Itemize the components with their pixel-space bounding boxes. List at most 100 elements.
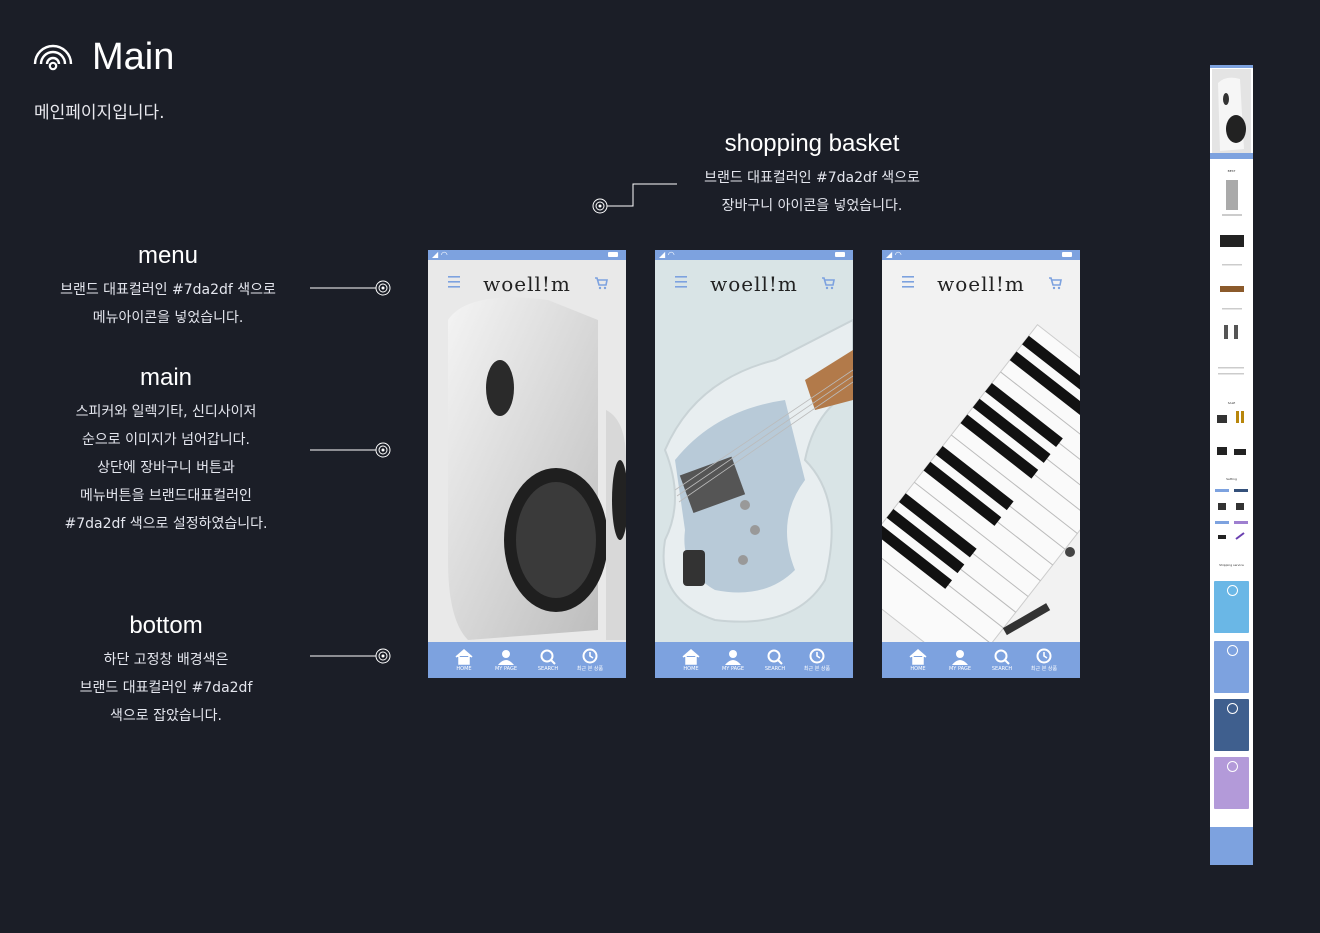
nav-recent-label: 최근 본 상품 xyxy=(576,666,604,672)
nav-home[interactable]: HOME xyxy=(448,648,480,672)
bottom-nav: HOME MY PAGE SEARCH 최근 본 상품 xyxy=(882,642,1080,678)
user-icon xyxy=(952,649,968,665)
nav-recent[interactable]: 최근 본 상품 xyxy=(574,648,606,672)
main-annotation-desc: 스피커와 일렉기타, 신디사이저 순으로 이미지가 넘어갑니다. 상단에 장바구… xyxy=(64,404,268,532)
nav-search[interactable]: SEARCH xyxy=(986,649,1018,672)
cart-icon[interactable] xyxy=(1048,276,1062,290)
menu-annotation: menu 브랜드 대표컬러인 #7da2df 색으로 메뉴아이콘을 넣었습니다. xyxy=(40,242,296,332)
nav-home-label: HOME xyxy=(683,665,699,672)
preview-bottom-nav xyxy=(1210,153,1253,159)
nav-mypage-label: MY PAGE xyxy=(494,665,518,672)
preview-setting-products xyxy=(1215,489,1248,540)
nav-recent-label: 최근 본 상품 xyxy=(803,666,831,672)
bottom-leader-line xyxy=(310,648,391,664)
nav-mypage[interactable]: MY PAGE xyxy=(944,649,976,672)
app-logo[interactable]: woell!m xyxy=(710,272,798,296)
nav-mypage[interactable]: MY PAGE xyxy=(490,649,522,672)
nav-recent-label: 최근 본 상품 xyxy=(1030,666,1058,672)
main-annotation: main 스피커와 일렉기타, 신디사이저 순으로 이미지가 넘어갑니다. 상단… xyxy=(40,364,292,538)
search-icon xyxy=(767,649,783,665)
menu-icon[interactable] xyxy=(675,276,689,288)
clock-icon xyxy=(1036,648,1052,664)
full-page-preview: BEST SALE Setting Shipping service xyxy=(1210,65,1253,865)
bottom-nav: HOME MY PAGE SEARCH 최근 본 상품 xyxy=(655,642,853,678)
main-annotation-title: main xyxy=(139,364,193,391)
nav-search-label: SEARCH xyxy=(764,665,786,672)
preview-best-products xyxy=(1220,180,1244,339)
user-icon xyxy=(498,649,514,665)
nav-home[interactable]: HOME xyxy=(675,648,707,672)
battery-icon xyxy=(608,252,618,257)
status-bar: ◢ ◠ xyxy=(428,250,626,260)
nav-search-label: SEARCH xyxy=(991,665,1013,672)
signal-waves-icon xyxy=(33,44,73,71)
user-icon xyxy=(725,649,741,665)
target-icon xyxy=(375,280,391,296)
synth-hero-image xyxy=(882,260,1080,644)
cart-icon[interactable] xyxy=(821,276,835,290)
bottom-annotation-desc: 하단 고정창 배경색은 브랜드 대표컬러인 #7da2df 색으로 잡았습니다. xyxy=(79,652,253,724)
app-logo[interactable]: woell!m xyxy=(937,272,1025,296)
nav-mypage-label: MY PAGE xyxy=(948,665,972,672)
status-bar: ◢ ◠ xyxy=(655,250,853,260)
nav-mypage-label: MY PAGE xyxy=(721,665,745,672)
nav-search-label: SEARCH xyxy=(537,665,559,672)
battery-icon xyxy=(1062,252,1072,257)
main-leader-line xyxy=(310,442,391,458)
bottom-nav: HOME MY PAGE SEARCH 최근 본 상품 xyxy=(428,642,626,678)
preview-shipping-label: Shipping service xyxy=(1219,563,1244,567)
nav-home-label: HOME xyxy=(456,665,472,672)
signal-icon: ◢ ◠ xyxy=(886,250,902,259)
nav-recent[interactable]: 최근 본 상품 xyxy=(801,648,833,672)
nav-home[interactable]: HOME xyxy=(902,648,934,672)
phone-mockup-guitar: ◢ ◠ woell!m HOME MY PAGE SEARCH 최근 본 상품 xyxy=(655,250,853,678)
preview-more-lines xyxy=(1218,367,1244,375)
preview-card-4 xyxy=(1214,757,1249,809)
status-bar: ◢ ◠ xyxy=(882,250,1080,260)
preview-card-1 xyxy=(1214,581,1249,633)
basket-annotation-desc: 브랜드 대표컬러인 #7da2df 색으로 장바구니 아이콘을 넣었습니다. xyxy=(704,170,920,214)
home-icon xyxy=(455,648,473,665)
nav-search[interactable]: SEARCH xyxy=(759,649,791,672)
cart-icon[interactable] xyxy=(594,276,608,290)
clock-icon xyxy=(582,648,598,664)
signal-icon: ◢ ◠ xyxy=(432,250,448,259)
bottom-annotation-title: bottom xyxy=(129,612,203,639)
preview-card-2 xyxy=(1214,641,1249,693)
app-header: woell!m xyxy=(882,260,1080,306)
app-logo[interactable]: woell!m xyxy=(483,272,571,296)
battery-icon xyxy=(835,252,845,257)
nav-search[interactable]: SEARCH xyxy=(532,649,564,672)
nav-recent[interactable]: 최근 본 상품 xyxy=(1028,648,1060,672)
preview-hero-image xyxy=(1212,69,1251,153)
home-icon xyxy=(682,648,700,665)
preview-sale-products xyxy=(1217,411,1246,455)
page-title: Main xyxy=(92,36,175,78)
search-icon xyxy=(994,649,1010,665)
bottom-annotation: bottom 하단 고정창 배경색은 브랜드 대표컬러인 #7da2df 색으로… xyxy=(40,612,292,730)
menu-leader-line xyxy=(310,280,391,296)
guitar-hero-image xyxy=(655,260,853,644)
preview-footer xyxy=(1210,827,1253,865)
menu-icon[interactable] xyxy=(902,276,916,288)
app-header: woell!m xyxy=(655,260,853,306)
phone-mockup-synth: ◢ ◠ woell!m HOME MY PAGE SEARCH 최근 본 상품 xyxy=(882,250,1080,678)
home-icon xyxy=(909,648,927,665)
menu-icon[interactable] xyxy=(448,276,462,288)
basket-leader-line xyxy=(592,183,677,214)
nav-mypage[interactable]: MY PAGE xyxy=(717,649,749,672)
preview-status-bar xyxy=(1210,65,1253,68)
basket-annotation: shopping basket 브랜드 대표컬러인 #7da2df 색으로 장바… xyxy=(682,130,942,220)
menu-annotation-desc: 브랜드 대표컬러인 #7da2df 색으로 메뉴아이콘을 넣었습니다. xyxy=(60,282,276,326)
speaker-hero-image xyxy=(428,260,626,644)
preview-card-3 xyxy=(1214,699,1249,751)
clock-icon xyxy=(809,648,825,664)
basket-annotation-title: shopping basket xyxy=(724,130,900,157)
preview-sale-label: SALE xyxy=(1227,401,1236,405)
menu-annotation-title: menu xyxy=(137,242,199,269)
phone-mockup-speaker: ◢ ◠ woell!m HOME MY PAGE SEARCH 최근 본 상품 xyxy=(428,250,626,678)
app-header: woell!m xyxy=(428,260,626,306)
search-icon xyxy=(540,649,556,665)
preview-setting-label: Setting xyxy=(1226,477,1237,481)
nav-home-label: HOME xyxy=(910,665,926,672)
